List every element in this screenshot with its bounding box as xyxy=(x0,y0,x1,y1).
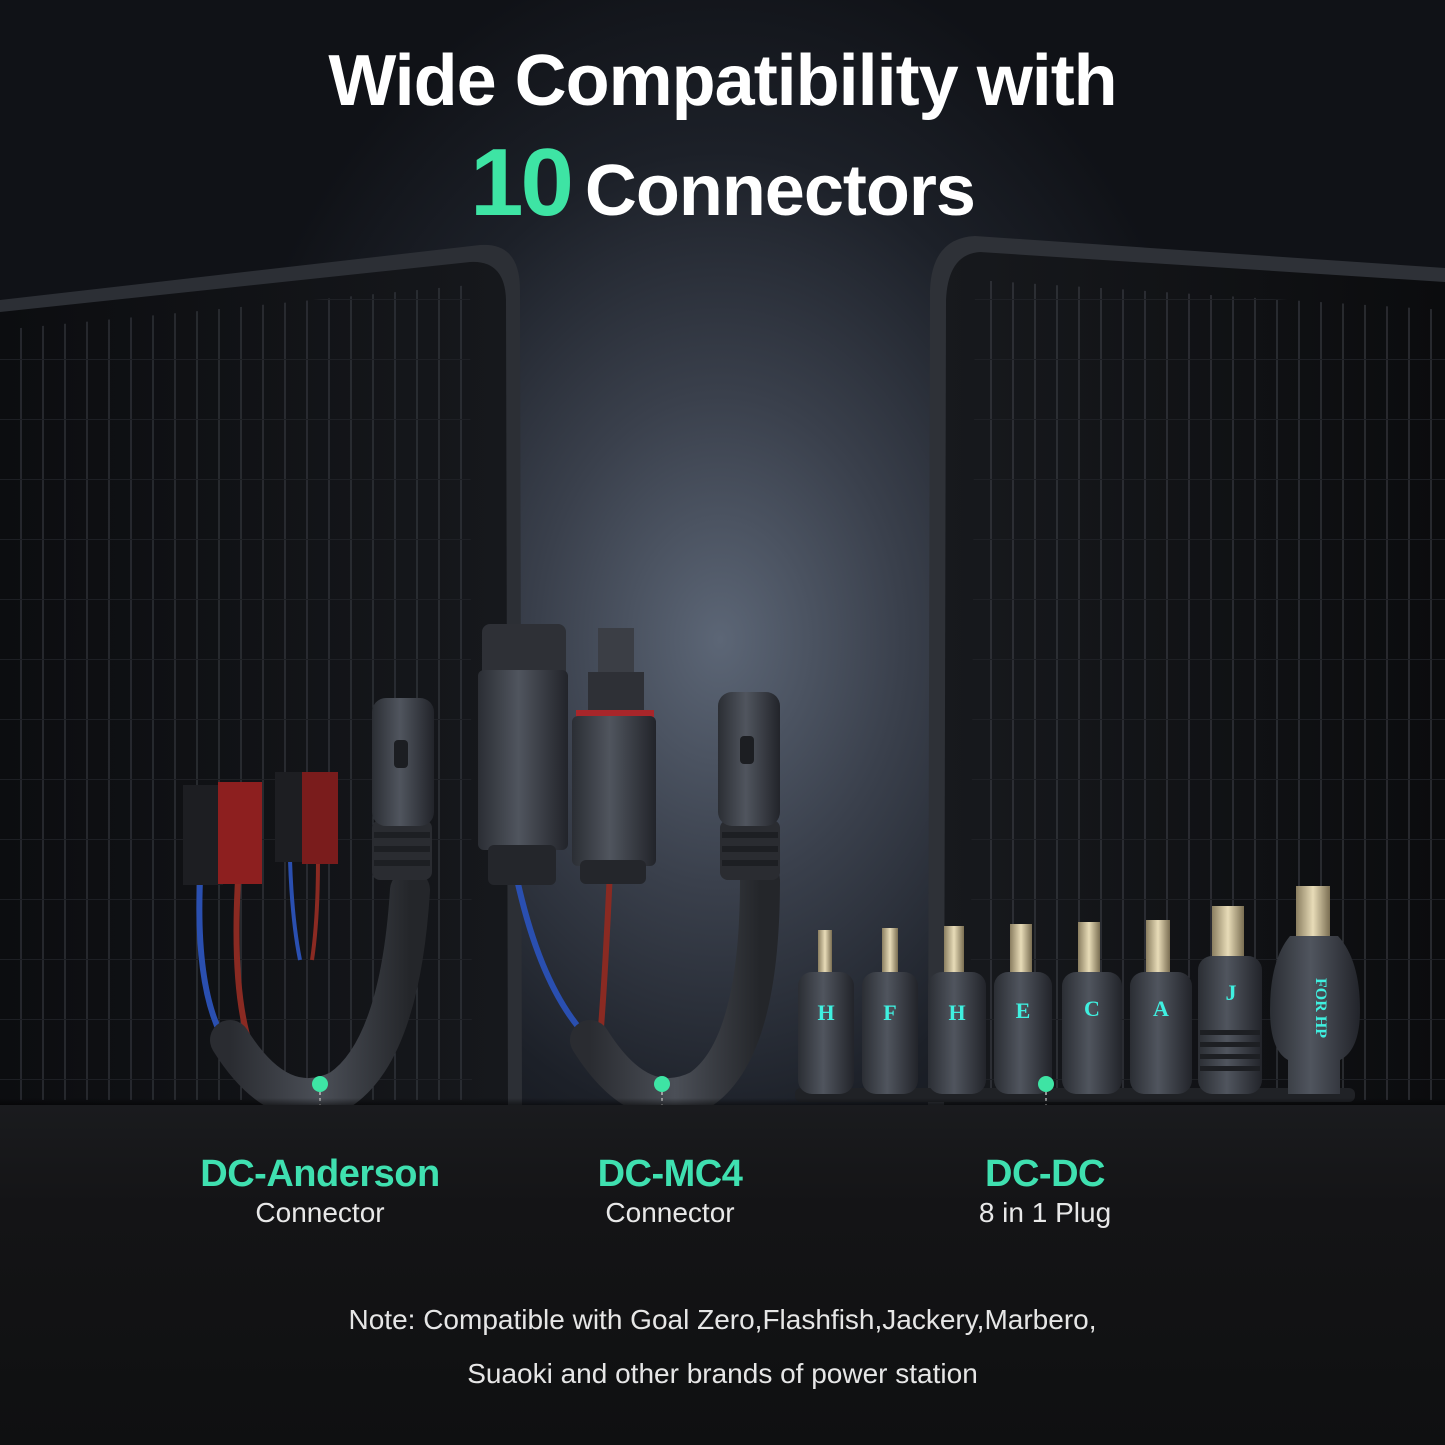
plug-tip-label: C xyxy=(1084,996,1100,1021)
plug-tip-label: H xyxy=(948,1000,965,1025)
headline-line-1: Wide Compatibility with xyxy=(328,41,1117,121)
headline-word: Connectors xyxy=(584,151,976,231)
compatibility-note-line-2: Suaoki and other brands of power station xyxy=(467,1358,978,1389)
compatibility-note-line-1: Note: Compatible with Goal Zero,Flashfis… xyxy=(348,1304,1097,1335)
plug-tip-label: H xyxy=(817,1000,834,1025)
plug-tip-label: FOR HP xyxy=(1312,978,1329,1038)
floor-shadow xyxy=(0,1098,1445,1108)
dc-dc-label: DC-DC 8 in 1 Plug xyxy=(875,1152,1215,1230)
connector-name: DC-Anderson xyxy=(200,1153,440,1195)
floor xyxy=(0,1105,1445,1445)
connector-subtitle: 8 in 1 Plug xyxy=(978,1197,1112,1228)
mc4-connector-graphic xyxy=(478,624,780,1160)
connector-subtitle: Connector xyxy=(255,1197,385,1228)
connector-name: DC-DC xyxy=(985,1153,1105,1195)
left-solar-panel xyxy=(0,244,522,1105)
dc-dc-plug-set-graphic xyxy=(795,886,1360,1160)
mc4-label: DC-MC4 Connector xyxy=(500,1152,840,1230)
plug-tip-label: J xyxy=(1226,980,1237,1005)
anderson-connector-graphic xyxy=(183,698,434,1160)
plug-tip-label: E xyxy=(1016,998,1031,1023)
connector-name: DC-MC4 xyxy=(597,1153,743,1195)
plug-tip-label: F xyxy=(883,1000,896,1025)
plug-tip-label: A xyxy=(1153,996,1169,1021)
headline-number: 10 xyxy=(470,129,574,236)
connector-subtitle: Connector xyxy=(605,1197,735,1228)
anderson-label: DC-Anderson Connector xyxy=(150,1152,490,1230)
